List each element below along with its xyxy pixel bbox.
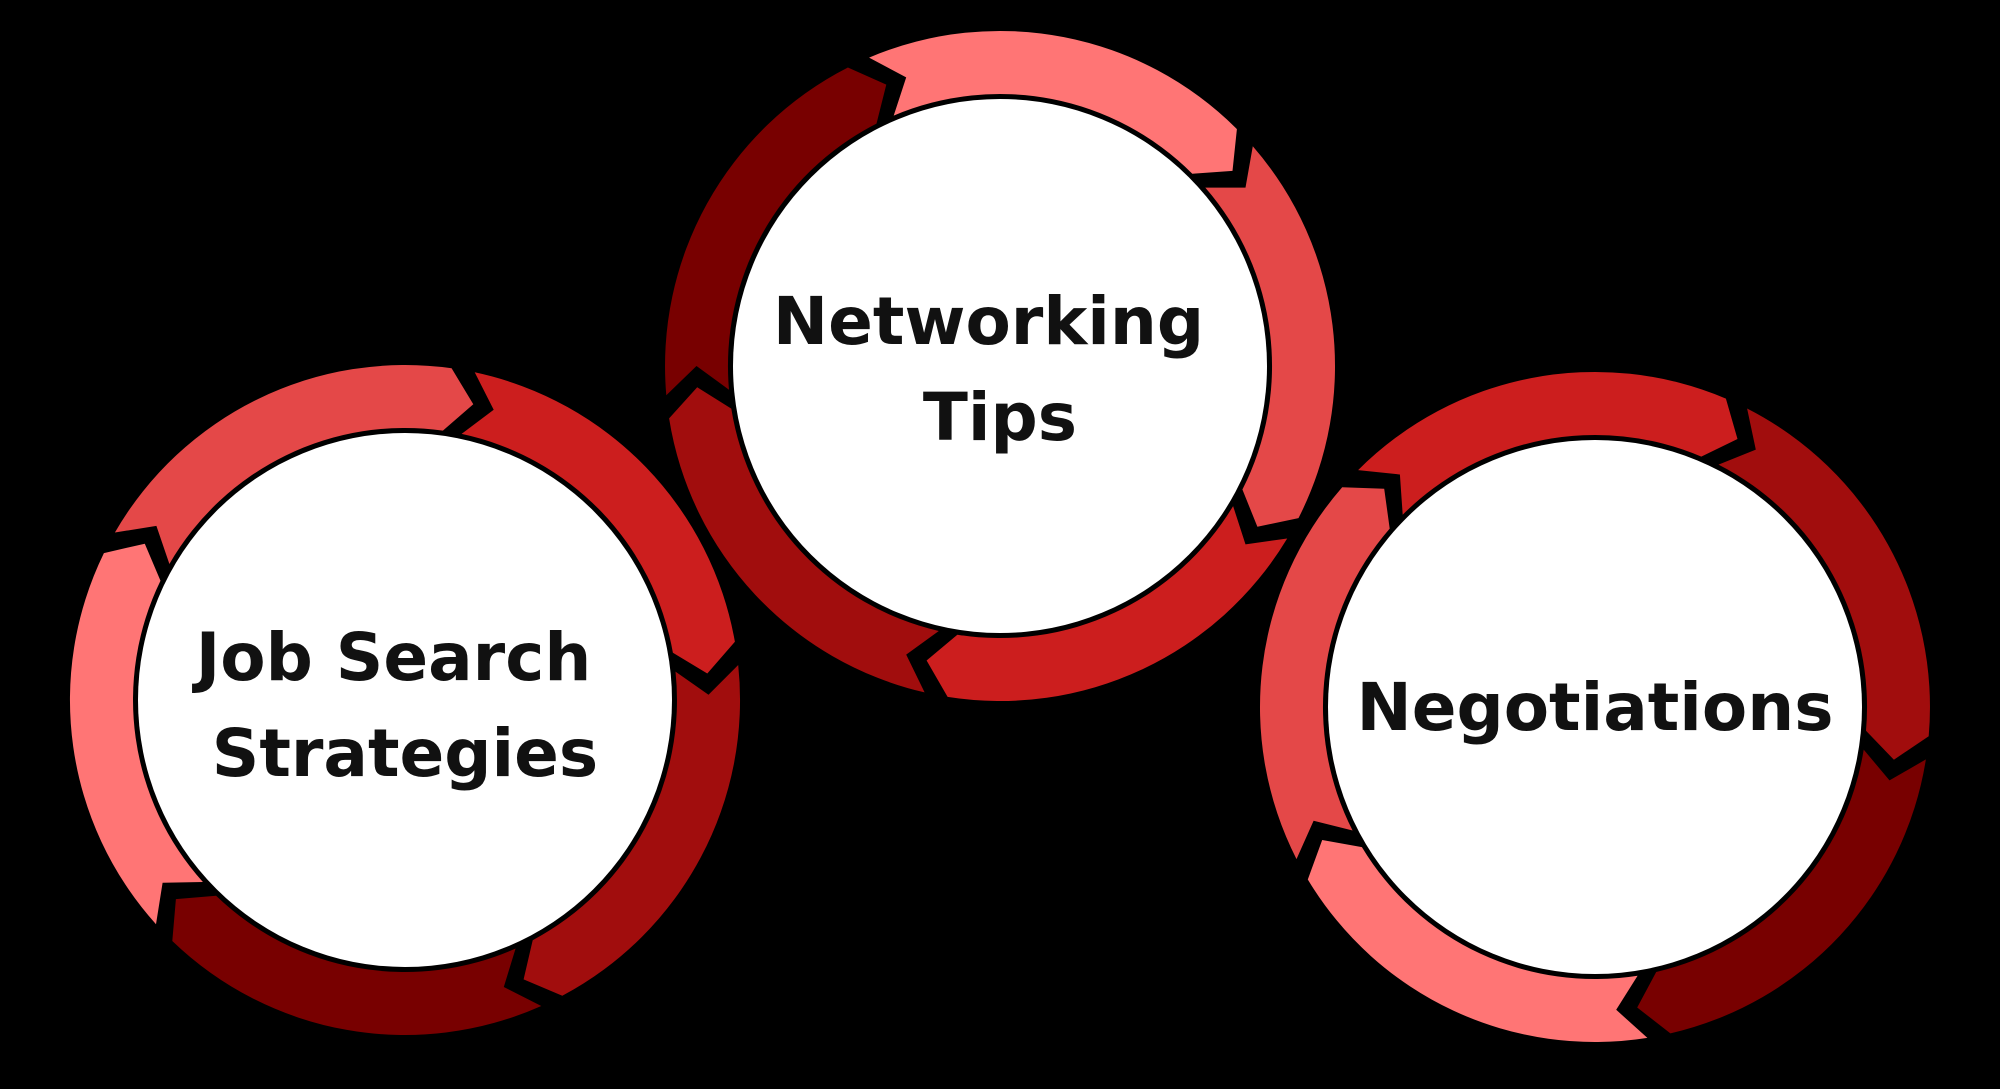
ring-segment-arrow [523,665,741,996]
ring-segment-arrow [461,372,735,674]
node-circle-networking [733,99,1267,633]
node-circle-job-search [138,433,672,967]
ring-segment-arrow [669,387,939,693]
ring-segment-arrow [69,543,203,925]
ring-segment-arrow [1307,840,1648,1043]
node-label-networking: Networking Tips [773,283,1227,456]
ring-segment-arrow [665,67,887,396]
ring-segment-arrow [1205,146,1336,527]
ring-segment-arrow [114,365,474,564]
ring-segment-arrow [1637,749,1926,1034]
node-job-search: Job Search Strategies [69,365,741,1035]
ring-segment-arrow [172,895,542,1035]
ring-segment-arrow [1259,487,1390,860]
ring-segment-arrow [1718,408,1930,760]
node-label-line: Tips [923,379,1077,456]
node-label-line: Negotiations [1356,669,1833,746]
node-label-job-search: Job Search Strategies [192,619,615,792]
node-negotiations: Negotiations [1259,371,1930,1043]
ring-job-search [69,365,741,1035]
node-circle-negotiations [1328,440,1862,974]
ring-negotiations [1259,371,1930,1043]
ring-segment-arrow [1358,371,1738,515]
node-networking: Networking Tips [665,30,1336,702]
node-label-line: Strategies [212,715,598,792]
node-label-line: Networking [773,283,1204,360]
node-label-negotiations: Negotiations [1356,669,1833,746]
ring-segment-arrow [869,30,1237,174]
ring-segment-arrow [926,506,1288,702]
node-label-line: Job Search [192,619,592,696]
ring-networking [665,30,1336,702]
